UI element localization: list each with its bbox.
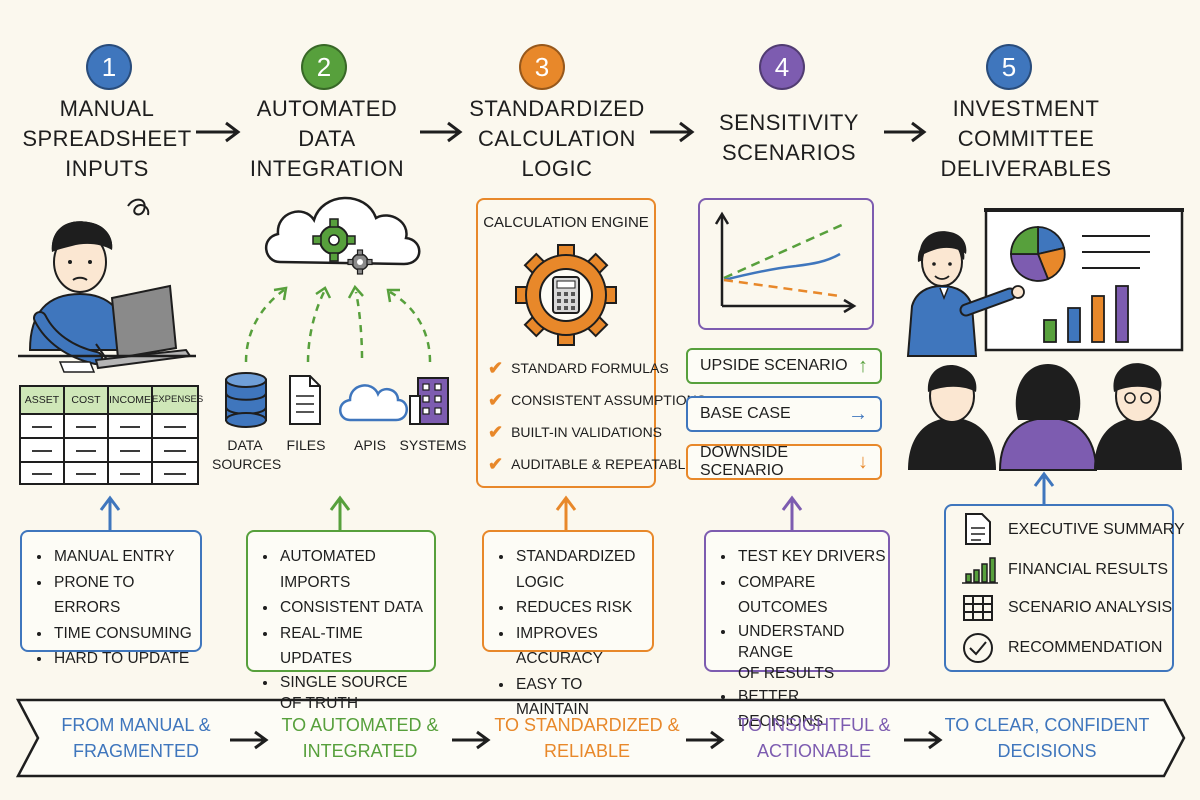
- audience-person-1: [908, 365, 996, 470]
- bullet-item: TIME CONSUMING: [52, 621, 200, 647]
- bullet-item: PRONE TO ERRORS: [52, 570, 200, 621]
- engine-item: ✔STANDARD FORMULAS: [488, 357, 669, 378]
- step-1-title: MANUAL SPREADSHEET INPUTS: [22, 96, 192, 181]
- api-cloud-icon: [339, 384, 408, 422]
- step-5-badge: 5: [986, 44, 1032, 90]
- source-label-apis: APIS: [354, 437, 386, 453]
- bullet-item: EASY TO MAINTAIN: [514, 672, 652, 723]
- database-icon: [225, 372, 267, 428]
- banner-stage-5: TO CLEAR, CONFIDENT DECISIONS: [944, 715, 1150, 761]
- spreadsheet-header-cost: COST: [71, 394, 101, 406]
- bullet-item: COMPARE OUTCOMES: [736, 570, 888, 621]
- engine-item: ✔BUILT-IN VALIDATIONS: [488, 421, 663, 442]
- step-3-badge: 3: [519, 44, 565, 90]
- source-label-data-sources: DATA SOURCES: [212, 437, 282, 472]
- check-icon: ✔: [488, 453, 504, 474]
- bullet-item: REAL-TIME UPDATES: [278, 621, 434, 672]
- spreadsheet-header-income: INCOME: [109, 394, 151, 406]
- bar-chart-icon: [962, 557, 998, 584]
- step-arrow-4: [884, 121, 927, 143]
- spreadsheet-header-asset: ASSET: [24, 394, 60, 406]
- banner-stage-1: FROM MANUAL & FRAGMENTED: [61, 715, 211, 761]
- deliverable-recommendation: RECOMMENDATION: [1008, 639, 1163, 656]
- bullet-item: HARD TO UPDATE: [52, 646, 200, 672]
- deliverable-executive-summary: EXECUTIVE SUMMARY: [1008, 521, 1185, 538]
- engine-checklist: ✔STANDARD FORMULAS ✔CONSISTENT ASSUMPTIO…: [488, 352, 706, 480]
- calculation-engine-box: CALCULATION ENGINE: [476, 198, 656, 488]
- document-icon: [965, 513, 991, 545]
- sensitivity-bullets-box: TEST KEY DRIVERS COMPARE OUTCOMES UNDERS…: [704, 530, 890, 730]
- step-1-badge: 1: [86, 44, 132, 90]
- dashed-arrows-into-cloud: [244, 288, 432, 363]
- step-2-badge: 2: [301, 44, 347, 90]
- spreadsheet-header-expenses: EXPENSES: [152, 394, 204, 405]
- check-icon: ✔: [488, 389, 504, 410]
- step-5-title: INVESTMENT COMMITTEE DELIVERABLES: [940, 96, 1112, 181]
- bullet-item: TEST KEY DRIVERS: [736, 544, 888, 570]
- banner-stage-2: TO AUTOMATED & INTEGRATED: [281, 715, 439, 761]
- bullet-item: UNDERSTAND RANGE OF RESULTS: [736, 621, 888, 684]
- banner-arrows: [230, 730, 943, 750]
- banner-stage-4: TO INSIGHTFUL & ACTIONABLE: [737, 715, 891, 761]
- spreadsheet-table: [19, 385, 199, 485]
- calculation-engine-title: CALCULATION ENGINE: [483, 214, 649, 231]
- cloud-gears-icon: [265, 196, 421, 275]
- bullet-item: STANDARDIZED LOGIC: [514, 544, 652, 595]
- bullet-item: MANUAL ENTRY: [52, 544, 200, 570]
- presenter-icon: [906, 231, 1025, 357]
- step-4-badge: 4: [759, 44, 805, 90]
- arrow-up-icon: ↑: [858, 354, 868, 377]
- step-arrow-2: [420, 121, 463, 143]
- base-case-pill: BASE CASE→: [686, 396, 882, 432]
- audience-person-2: [998, 364, 1098, 471]
- bottom-banner-frame: [15, 698, 1186, 778]
- sensitivity-chart-icon: [714, 211, 857, 314]
- check-icon: ✔: [488, 421, 504, 442]
- stressed-person-icon: [18, 198, 196, 373]
- automated-bullets-box: AUTOMATED IMPORTS CONSISTENT DATA REAL-T…: [246, 530, 436, 712]
- deliverable-scenario-analysis: SCENARIO ANALYSIS: [1008, 599, 1173, 616]
- downside-scenario-pill: DOWNSIDE SCENARIO↓: [686, 444, 882, 480]
- step-2-title: AUTOMATED DATA INTEGRATION: [249, 96, 405, 181]
- deliverables-box: [944, 504, 1174, 672]
- file-icon: [289, 375, 321, 425]
- engine-item: ✔AUDITABLE & REPEATABLE: [488, 453, 695, 474]
- banner-stage-3: TO STANDARDIZED & RELIABLE: [494, 715, 680, 761]
- up-arrow-3: [555, 495, 577, 530]
- source-label-systems: SYSTEMS: [399, 437, 467, 453]
- arrow-right-icon: →: [848, 402, 868, 425]
- standardized-bullets-box: STANDARDIZED LOGIC REDUCES RISK IMPROVES…: [482, 530, 654, 718]
- step-arrow-3: [650, 121, 695, 143]
- bullet-item: CONSISTENT DATA: [278, 595, 434, 621]
- up-arrow-1: [99, 495, 121, 530]
- building-icon: [409, 377, 449, 425]
- step-4-title: SENSITIVITY SCENARIOS: [719, 110, 859, 165]
- deliverable-financial-results: FINANCIAL RESULTS: [1008, 561, 1169, 578]
- up-arrow-4: [781, 495, 803, 530]
- up-arrow-2: [329, 495, 351, 530]
- check-icon: ✔: [488, 357, 504, 378]
- checkmark-icon: [963, 633, 993, 663]
- up-arrow-5: [1033, 471, 1055, 504]
- bullet-item: IMPROVES ACCURACY: [514, 621, 652, 672]
- audience-person-3: [1094, 363, 1182, 470]
- engine-item: ✔CONSISTENT ASSUMPTIONS: [488, 389, 707, 410]
- bullet-item: BETTER DECISIONS: [736, 684, 888, 735]
- upside-scenario-pill: UPSIDE SCENARIO↑: [686, 348, 882, 384]
- manual-bullets-box: MANUAL ENTRY PRONE TO ERRORS TIME CONSUM…: [20, 530, 202, 667]
- arrow-down-icon: ↓: [858, 450, 868, 473]
- step-arrow-1: [196, 121, 241, 143]
- sensitivity-chart-frame: [698, 198, 874, 330]
- bullet-item: SINGLE SOURCE OF TRUTH: [278, 672, 434, 714]
- bullet-item: AUTOMATED IMPORTS: [278, 544, 434, 595]
- presentation-board-icon: [984, 208, 1184, 352]
- source-label-files: FILES: [286, 437, 326, 453]
- gear-calculator-icon: [515, 244, 617, 346]
- grid-icon: [963, 595, 993, 621]
- step-3-title: STANDARDIZED CALCULATION LOGIC: [469, 96, 645, 181]
- bullet-item: REDUCES RISK: [514, 595, 652, 621]
